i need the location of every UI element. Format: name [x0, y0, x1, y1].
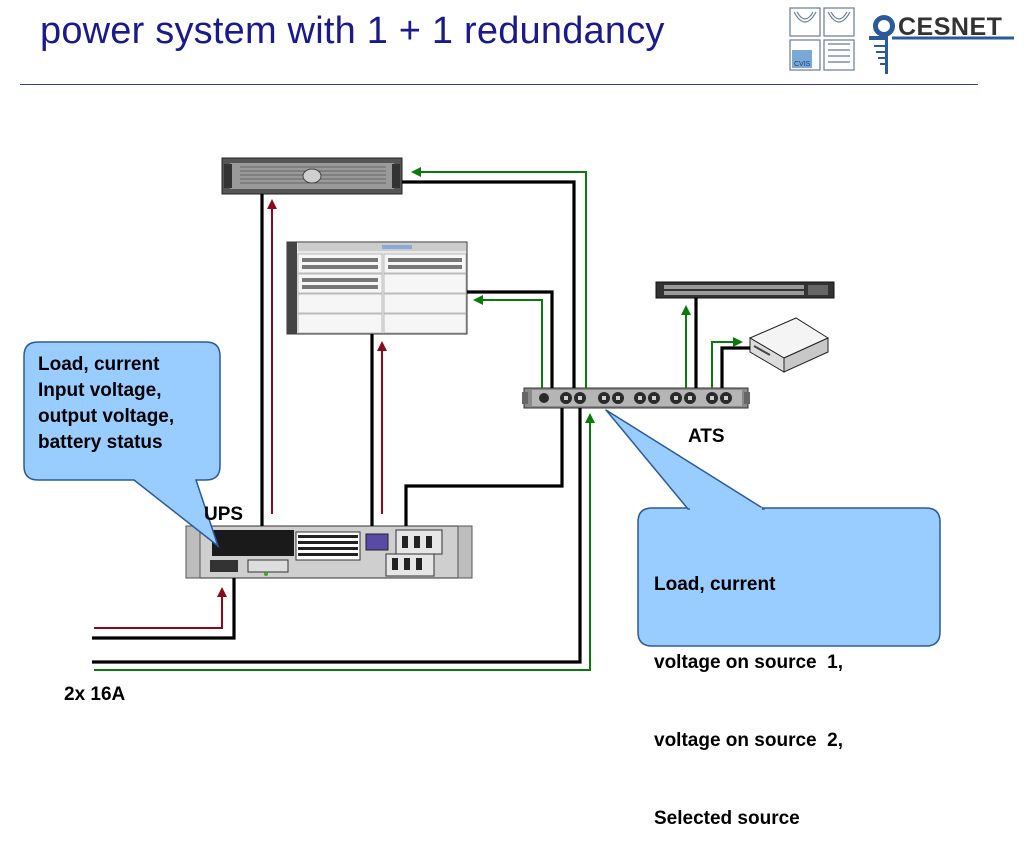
ups-callout-line: Input voltage,: [38, 380, 162, 401]
ats-callout-line: voltage on source 2,: [654, 730, 843, 751]
red-wires: [94, 199, 387, 629]
ats-callout-line: Load, current: [654, 574, 776, 595]
cvis-logo: CVIS: [789, 7, 855, 71]
ups-callout-line: output voltage,: [38, 406, 175, 427]
ups-callout: Load, current Input voltage, output volt…: [38, 352, 174, 456]
title-divider: [20, 84, 978, 85]
ups-device: [185, 525, 473, 579]
small-device: [748, 317, 830, 373]
network-chassis: [286, 241, 468, 335]
cvis-logo-text: CVIS: [794, 61, 811, 68]
supply-label: 2x 16A: [64, 684, 126, 705]
ats-callout-line: voltage on source 1,: [654, 652, 843, 673]
ups-callout-shape: [23, 341, 221, 549]
top-switch: [655, 281, 835, 299]
ups-callout-line: battery status: [38, 432, 163, 453]
ats-callout: Load, current voltage on source 1, volta…: [654, 520, 843, 858]
cesnet-logo-text: CESNET: [898, 13, 1003, 41]
black-wires: [92, 180, 750, 664]
server-device: [221, 157, 403, 195]
power-diagram: [23, 157, 941, 671]
slide-title: power system with 1 + 1 redundancy: [40, 10, 665, 52]
green-wires: [94, 167, 743, 671]
ups-label: UPS: [204, 504, 244, 525]
ats-callout-shape: [605, 409, 941, 647]
ups-callout-line: Load, current: [38, 354, 160, 375]
ats-label: ATS: [688, 426, 725, 447]
ats-strip: [522, 387, 750, 409]
cesnet-logo: [869, 15, 1014, 74]
ats-callout-line: Selected source: [654, 808, 800, 829]
